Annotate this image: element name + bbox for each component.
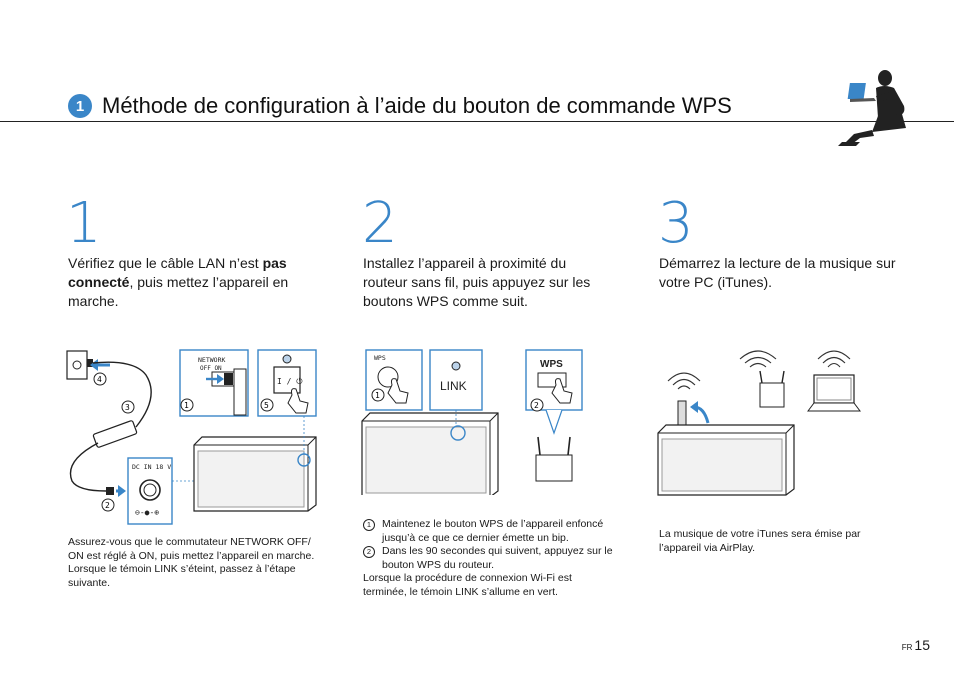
list-bullet: 1 <box>363 519 375 531</box>
step-1-text-bold: pas connecté <box>68 255 287 290</box>
list-item: 2 Dans les 90 secondes qui suivent, appuy… <box>363 545 617 572</box>
step-2-instructions: 1 Maintenez le bouton WPS de l’appareil e… <box>363 518 617 599</box>
laptop-icon <box>807 350 861 412</box>
svg-text:1: 1 <box>184 401 189 410</box>
language-code: FR <box>901 643 913 652</box>
svg-text:I / ⏻: I / ⏻ <box>277 377 303 386</box>
svg-text:4: 4 <box>97 375 102 384</box>
step-3-note: La musique de votre iTunes sera émise pa… <box>659 528 861 554</box>
step-2-note: Lorsque la procédure de connexion Wi-Fi … <box>363 572 572 598</box>
svg-text:WPS: WPS <box>540 359 563 370</box>
svg-text:1: 1 <box>375 391 380 400</box>
router-icon <box>759 382 785 408</box>
step-3-text: Démarrez la lecture de la musique sur vo… <box>659 255 896 290</box>
svg-text:LINK: LINK <box>440 379 467 393</box>
list-item: 1 Maintenez le bouton WPS de l’appareil e… <box>363 518 617 545</box>
svg-text:WPS: WPS <box>374 354 386 362</box>
svg-text:NETWORK: NETWORK <box>198 356 225 364</box>
step-2-text: Installez l’appareil à proximité du rout… <box>363 255 591 309</box>
step-1-note: Assurez-vous que le commutateur NETWORK … <box>68 536 315 589</box>
section-number-badge: 1 <box>68 94 92 118</box>
wifi-icon <box>739 350 777 368</box>
page-number-value: 15 <box>914 637 930 653</box>
title-rule <box>0 121 954 122</box>
step-3-illustration <box>657 350 795 496</box>
step-1-text-part: , puis mettez l’appareil en marche. <box>68 274 289 309</box>
step-1-text-part: Vérifiez que le câble LAN n’est <box>68 255 263 271</box>
step-1-text: Vérifiez que le câble LAN n’est pas conn… <box>68 254 316 311</box>
svg-text:5: 5 <box>264 401 269 410</box>
step-1-number: 1 <box>66 191 102 256</box>
person-laptop-icon <box>838 70 906 146</box>
svg-text:2: 2 <box>105 501 110 510</box>
svg-text:DC IN 18 V: DC IN 18 V <box>132 463 171 471</box>
list-item-text: Maintenez le bouton WPS de l’appareil en… <box>382 518 604 544</box>
page-title: Méthode de configuration à l’aide du bou… <box>102 93 732 118</box>
step-2-list: 1 Maintenez le bouton WPS de l’appareil e… <box>363 518 617 572</box>
step-2-number: 2 <box>362 191 398 256</box>
step-2-illustration: WPS 1 LINK WPS 2 <box>361 349 583 495</box>
list-bullet: 2 <box>363 546 375 558</box>
svg-text:3: 3 <box>125 403 130 412</box>
svg-text:⊖-●-⊕: ⊖-●-⊕ <box>135 508 159 517</box>
svg-text:2: 2 <box>534 401 539 410</box>
svg-text:OFF ON: OFF ON <box>200 365 222 372</box>
section-heading: 1 Méthode de configuration à l’aide du b… <box>68 89 732 123</box>
wifi-icon <box>667 372 701 390</box>
list-item-text: Dans les 90 secondes qui suivent, appuye… <box>382 545 613 571</box>
step-3-number: 3 <box>658 191 694 256</box>
step-1-illustration: 4 3 2 DC IN 18 V ⊖-●-⊕ NETWORK OFF ON 1 … <box>66 349 317 525</box>
